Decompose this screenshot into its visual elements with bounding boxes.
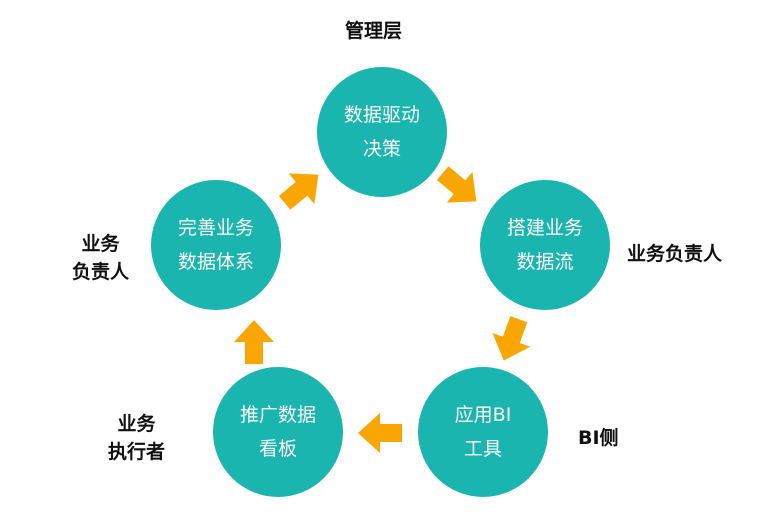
node-text: 完善业务 [177, 217, 254, 239]
node-text: 工具 [463, 438, 502, 460]
node-text: 看板 [258, 438, 297, 460]
role-business-lead: 业务 负责人 [72, 230, 129, 286]
node-build-data-flow: 搭建业务 数据流 [480, 180, 610, 310]
role-text: 业务 [117, 413, 156, 435]
role-text: 负责人 [72, 261, 130, 283]
node-text: 数据流 [516, 251, 574, 273]
node-data-driven-decision: 数据驱动 决策 [317, 67, 447, 197]
arrow-icon [429, 157, 490, 217]
node-improve-data-system: 完善业务 数据体系 [151, 180, 281, 310]
node-text: 推广数据 [239, 404, 316, 426]
role-business-owner: 业务负责人 [627, 243, 723, 265]
arrow-icon [484, 312, 538, 368]
node-text: 数据驱动 [343, 104, 420, 126]
role-text: 执行者 [108, 441, 166, 463]
role-bi: BI侧 [578, 427, 619, 449]
node-text: 数据体系 [177, 251, 254, 273]
role-business-executor: 业务 执行者 [108, 410, 165, 466]
node-promote-dashboard: 推广数据 看板 [213, 367, 343, 497]
role-management: 管理层 [345, 20, 403, 42]
arrow-icon [271, 159, 332, 219]
role-text: 业务 [81, 233, 120, 255]
node-text: 应用BI [454, 404, 512, 426]
node-apply-bi-tools: 应用BI 工具 [418, 367, 548, 497]
arrow-icon [234, 320, 274, 364]
node-text: 搭建业务 [506, 217, 583, 239]
arrow-icon [358, 413, 402, 453]
node-text: 决策 [362, 138, 401, 160]
